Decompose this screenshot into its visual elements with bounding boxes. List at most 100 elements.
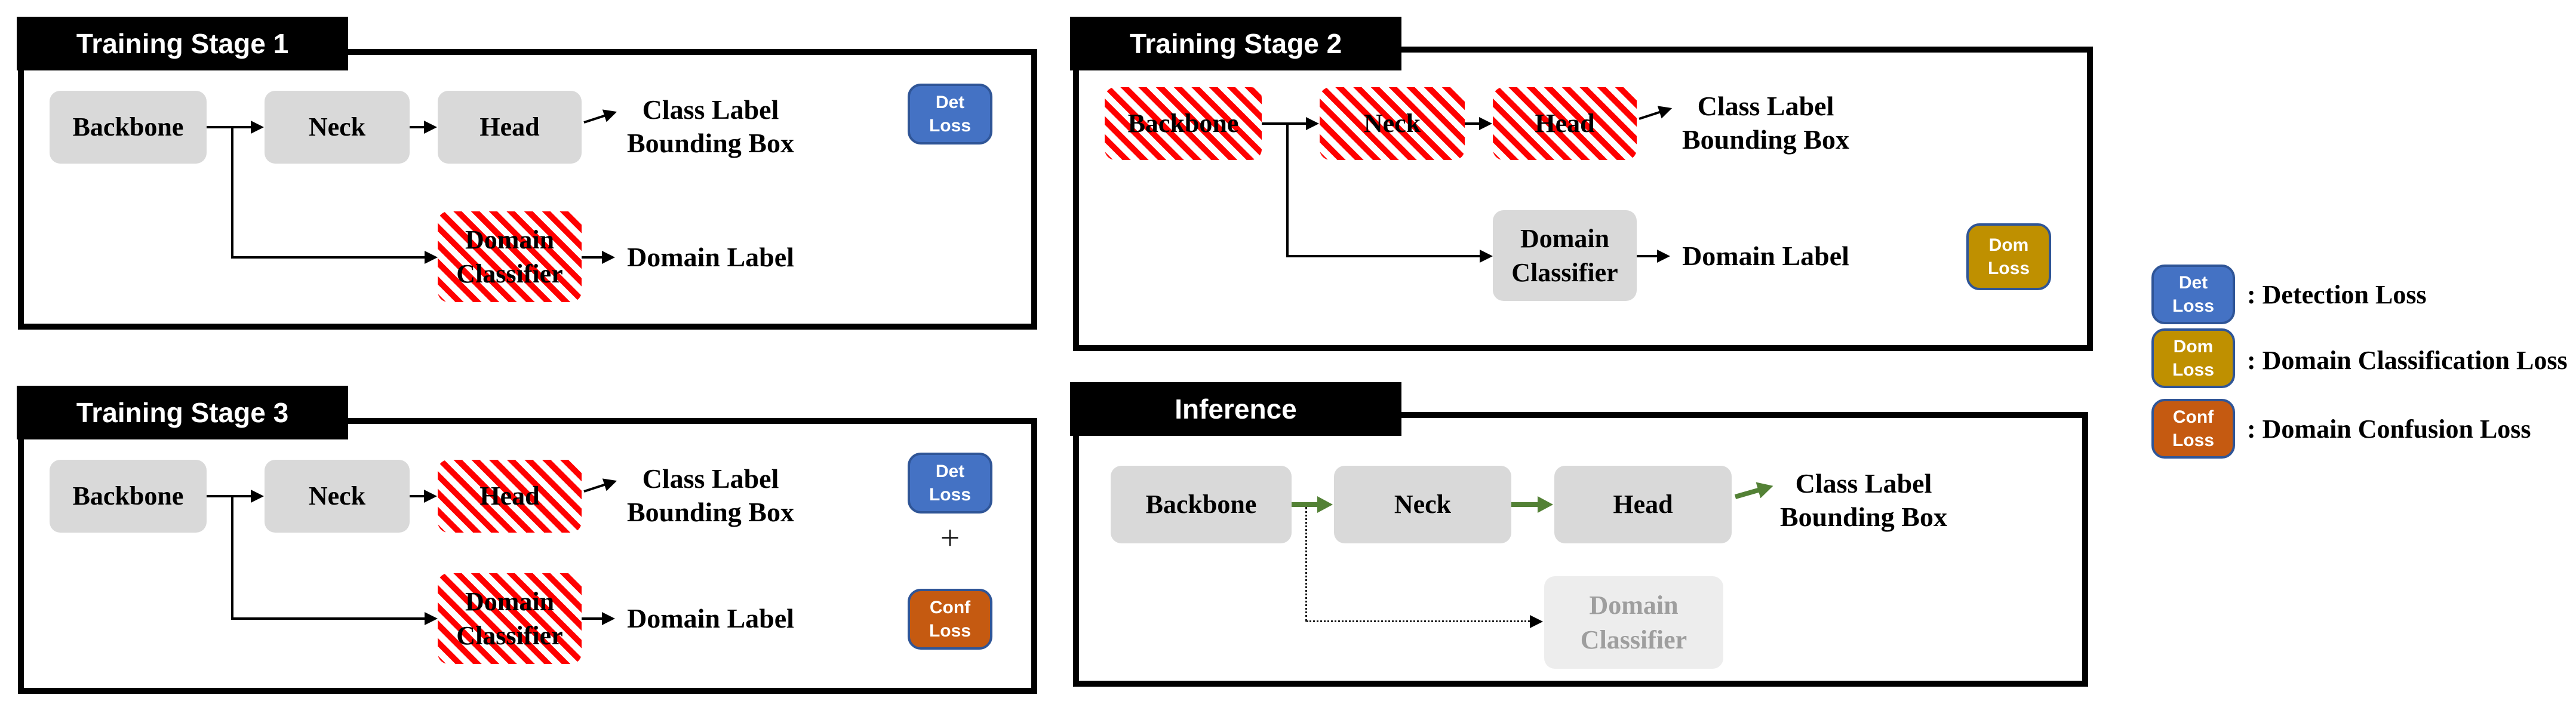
legend-conf-loss-badge: Conf Loss [2151, 399, 2235, 459]
stage3-backbone-box: Backbone [50, 460, 207, 533]
stage3-head-label: Head [479, 481, 540, 511]
inference-neck-box: Neck [1334, 466, 1511, 543]
stage3-branch-vertical-line [231, 496, 233, 620]
badge-line: Loss [929, 485, 972, 505]
badge-line: Loss [2172, 431, 2215, 450]
tab-training-stage-3: Training Stage 3 [17, 386, 348, 439]
stage1-arrow-neck-head [410, 126, 425, 128]
stage1-arrowhead-branch-dc [425, 251, 438, 264]
inference-green-arrowhead-neck-head [1538, 496, 1553, 513]
badge-line: Loss [929, 116, 972, 136]
domain-label-text: Domain Label [627, 602, 794, 634]
stage2-head-box: Head [1493, 87, 1637, 160]
stage3-neck-label: Neck [308, 481, 366, 511]
stage2-backbone-box: Backbone [1105, 87, 1262, 160]
stage3-domain-classifier-label: Domain Classifier [456, 585, 562, 653]
stage3-arrow-backbone-neck [207, 495, 252, 497]
inference-class-bbox-label: Class Label Bounding Box [1763, 467, 1964, 534]
inference-head-label: Head [1613, 490, 1673, 519]
stage1-domain-classifier-box: Domain Classifier [438, 211, 582, 302]
stage3-head-box: Head [438, 460, 582, 533]
badge-line: Det [2178, 273, 2208, 293]
stage2-domain-classifier-label: Domain Classifier [1511, 222, 1618, 290]
stage3-arrow-neck-head [410, 495, 425, 497]
stage2-arrowhead-dc-label [1657, 250, 1670, 263]
stage2-head-label: Head [1535, 109, 1595, 139]
stage2-arrowhead-backbone-neck [1306, 117, 1319, 130]
stage1-backbone-label: Backbone [72, 112, 184, 142]
stage3-class-bbox-label: Class Label Bounding Box [610, 462, 811, 529]
stage1-backbone-box: Backbone [50, 91, 207, 164]
stage1-domain-classifier-label: Domain Classifier [456, 223, 562, 291]
stage1-arrow-dc-label [582, 256, 603, 259]
stage2-arrow-neck-head [1465, 122, 1480, 125]
stage3-conf-loss-badge: Conf Loss [908, 589, 992, 650]
legend-conf-loss-label: : Domain Confusion Loss [2247, 412, 2531, 445]
legend-text: : Detection Loss [2247, 279, 2427, 309]
dc-line: Domain [1589, 591, 1679, 620]
badge-line: Conf [929, 598, 971, 617]
stage3-arrowhead-backbone-neck [251, 490, 264, 503]
legend-det-loss-badge: Det Loss [2151, 265, 2235, 324]
stage2-dom-loss-badge: Dom Loss [1966, 223, 2051, 290]
dc-line: Domain [465, 586, 555, 616]
stage1-arrowhead-backbone-neck [251, 121, 264, 134]
stage3-det-loss-badge: Det Loss [908, 453, 992, 514]
class-label-line: Class Label [1795, 468, 1932, 499]
badge-line: Loss [1987, 259, 2030, 278]
stage1-arrowhead-neck-head [424, 121, 437, 134]
stage2-domain-classifier-box: Domain Classifier [1493, 210, 1637, 301]
inference-green-arrow-neck-head [1511, 502, 1539, 507]
stage2-class-bbox-label: Class Label Bounding Box [1665, 90, 1866, 156]
stage1-branch-horizontal-line [231, 256, 425, 259]
stage3-neck-box: Neck [265, 460, 410, 533]
legend-text: : Domain Classification Loss [2247, 345, 2568, 375]
legend-text: : Domain Confusion Loss [2247, 414, 2531, 444]
stage3-plus-sign: + [929, 518, 971, 557]
tab-training-stage-2: Training Stage 2 [1070, 17, 1401, 70]
stage3-arrowhead-branch-dc [425, 612, 438, 625]
inference-head-box: Head [1554, 466, 1732, 543]
stage2-arrow-backbone-neck [1262, 122, 1307, 125]
legend-dom-loss-badge: Dom Loss [2151, 328, 2235, 388]
stage2-branch-horizontal-line [1286, 255, 1480, 257]
inference-backbone-label: Backbone [1145, 490, 1257, 519]
badge-line: Dom [2173, 337, 2214, 356]
arrow-line [583, 114, 606, 124]
stage3-domain-classifier-box: Domain Classifier [438, 573, 582, 664]
class-label-line: Class Label [642, 463, 779, 494]
badge-line: Loss [929, 621, 972, 641]
inference-green-arrowhead-backbone-neck [1317, 496, 1333, 513]
bounding-box-line: Bounding Box [1780, 502, 1947, 532]
dc-line: Classifier [1580, 625, 1687, 654]
badge-line: Loss [2172, 360, 2215, 380]
stage3-arrowhead-neck-head [424, 490, 437, 503]
bounding-box-line: Bounding Box [1682, 124, 1849, 155]
stage2-arrowhead-neck-head [1479, 117, 1492, 130]
inference-neck-label: Neck [1394, 490, 1452, 519]
dc-line: Classifier [456, 621, 563, 650]
bounding-box-line: Bounding Box [627, 128, 794, 158]
inference-domain-classifier-box: Domain Classifier [1544, 576, 1723, 669]
dc-line: Classifier [1511, 258, 1618, 287]
domain-label-text: Domain Label [1682, 240, 1849, 271]
stage2-branch-vertical-line [1286, 124, 1289, 256]
inference-backbone-box: Backbone [1111, 466, 1292, 543]
arrow-line [583, 483, 606, 493]
badge-line: Det [935, 462, 965, 481]
class-label-line: Class Label [1697, 90, 1834, 121]
stage1-arrowhead-dc-label [602, 251, 615, 264]
stage3-backbone-label: Backbone [72, 481, 184, 511]
bounding-box-line: Bounding Box [627, 497, 794, 527]
stage2-arrowhead-branch-dc [1480, 250, 1493, 263]
stage1-domain-label: Domain Label [610, 241, 811, 274]
dc-line: Classifier [456, 259, 563, 288]
legend-dom-loss-label: : Domain Classification Loss [2247, 343, 2568, 377]
tab-title: Training Stage 1 [76, 28, 289, 59]
tab-title: Training Stage 2 [1129, 28, 1342, 59]
stage1-head-box: Head [438, 91, 582, 164]
inference-arrowhead-branch-dc [1530, 615, 1543, 628]
stage2-backbone-label: Backbone [1127, 109, 1239, 139]
tab-title: Training Stage 3 [76, 397, 289, 428]
